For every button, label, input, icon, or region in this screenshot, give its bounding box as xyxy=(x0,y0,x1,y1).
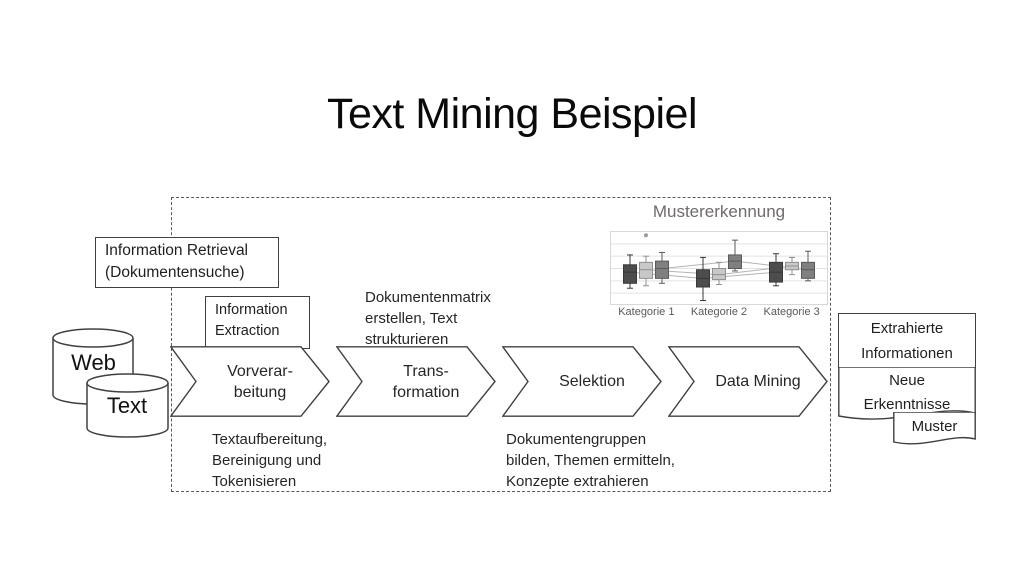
page-title: Text Mining Beispiel xyxy=(326,90,698,138)
step-label: Data Mining xyxy=(715,373,801,390)
process-step-data-mining: Data Mining xyxy=(668,346,828,417)
chevron-arrow-icon xyxy=(502,346,662,417)
chart-category-labels: Kategorie 1 Kategorie 2 Kategorie 3 xyxy=(610,306,828,318)
output-new-insights-doc: Neue Erkenntnisse xyxy=(838,366,976,427)
step-label: Vorverar- beitung xyxy=(227,362,293,401)
box xyxy=(639,261,653,279)
preprocessing-note: Textaufbereitung, Bereinigung und Tokeni… xyxy=(212,431,328,490)
category-label: Kategorie 2 xyxy=(690,306,748,318)
output-new-insights-label: Neue Erkenntnisse xyxy=(863,372,951,413)
chevron-arrow-icon xyxy=(170,346,330,417)
transformation-note: Dokumentenmatrix erstellen, Text struktu… xyxy=(365,289,491,348)
box xyxy=(655,260,669,279)
step-label: Trans- formation xyxy=(392,362,460,401)
data-source-cylinders xyxy=(52,328,169,438)
document-shape-icon xyxy=(893,411,976,445)
category-label: Kategorie 1 xyxy=(618,306,675,318)
step-label: Selektion xyxy=(559,373,625,390)
output-pattern-label: Muster xyxy=(911,418,958,435)
text-cylinder-icon xyxy=(86,373,169,438)
pattern-chart xyxy=(610,231,828,305)
category-label: Kategorie 3 xyxy=(763,306,820,318)
chevron-arrow-icon xyxy=(336,346,496,417)
information-retrieval-box: Information Retrieval (Dokumentensuche) xyxy=(95,237,279,288)
text-source-label: Text xyxy=(106,393,148,418)
box xyxy=(623,264,637,284)
outlier-point xyxy=(644,233,648,238)
output-pattern-doc: Muster xyxy=(893,411,976,452)
process-step-selektion: Selektion xyxy=(502,346,662,417)
output-extracted-information-box: Extrahierte Informationen xyxy=(838,313,976,368)
box xyxy=(801,261,815,279)
box xyxy=(712,268,726,281)
web-source-label: Web xyxy=(71,350,116,375)
pattern-panel-title: Mustererkennung xyxy=(652,202,786,221)
information-extraction-box: Information Extraction xyxy=(205,296,310,349)
box xyxy=(728,254,742,269)
chevron-arrow-icon xyxy=(668,346,828,417)
selection-note: Dokumentengruppen bilden, Themen ermitte… xyxy=(506,431,675,490)
process-step-transformation: Trans- formation xyxy=(336,346,496,417)
process-step-vorverarbeitung: Vorverar- beitung xyxy=(170,346,330,417)
process-boundary xyxy=(171,197,831,492)
